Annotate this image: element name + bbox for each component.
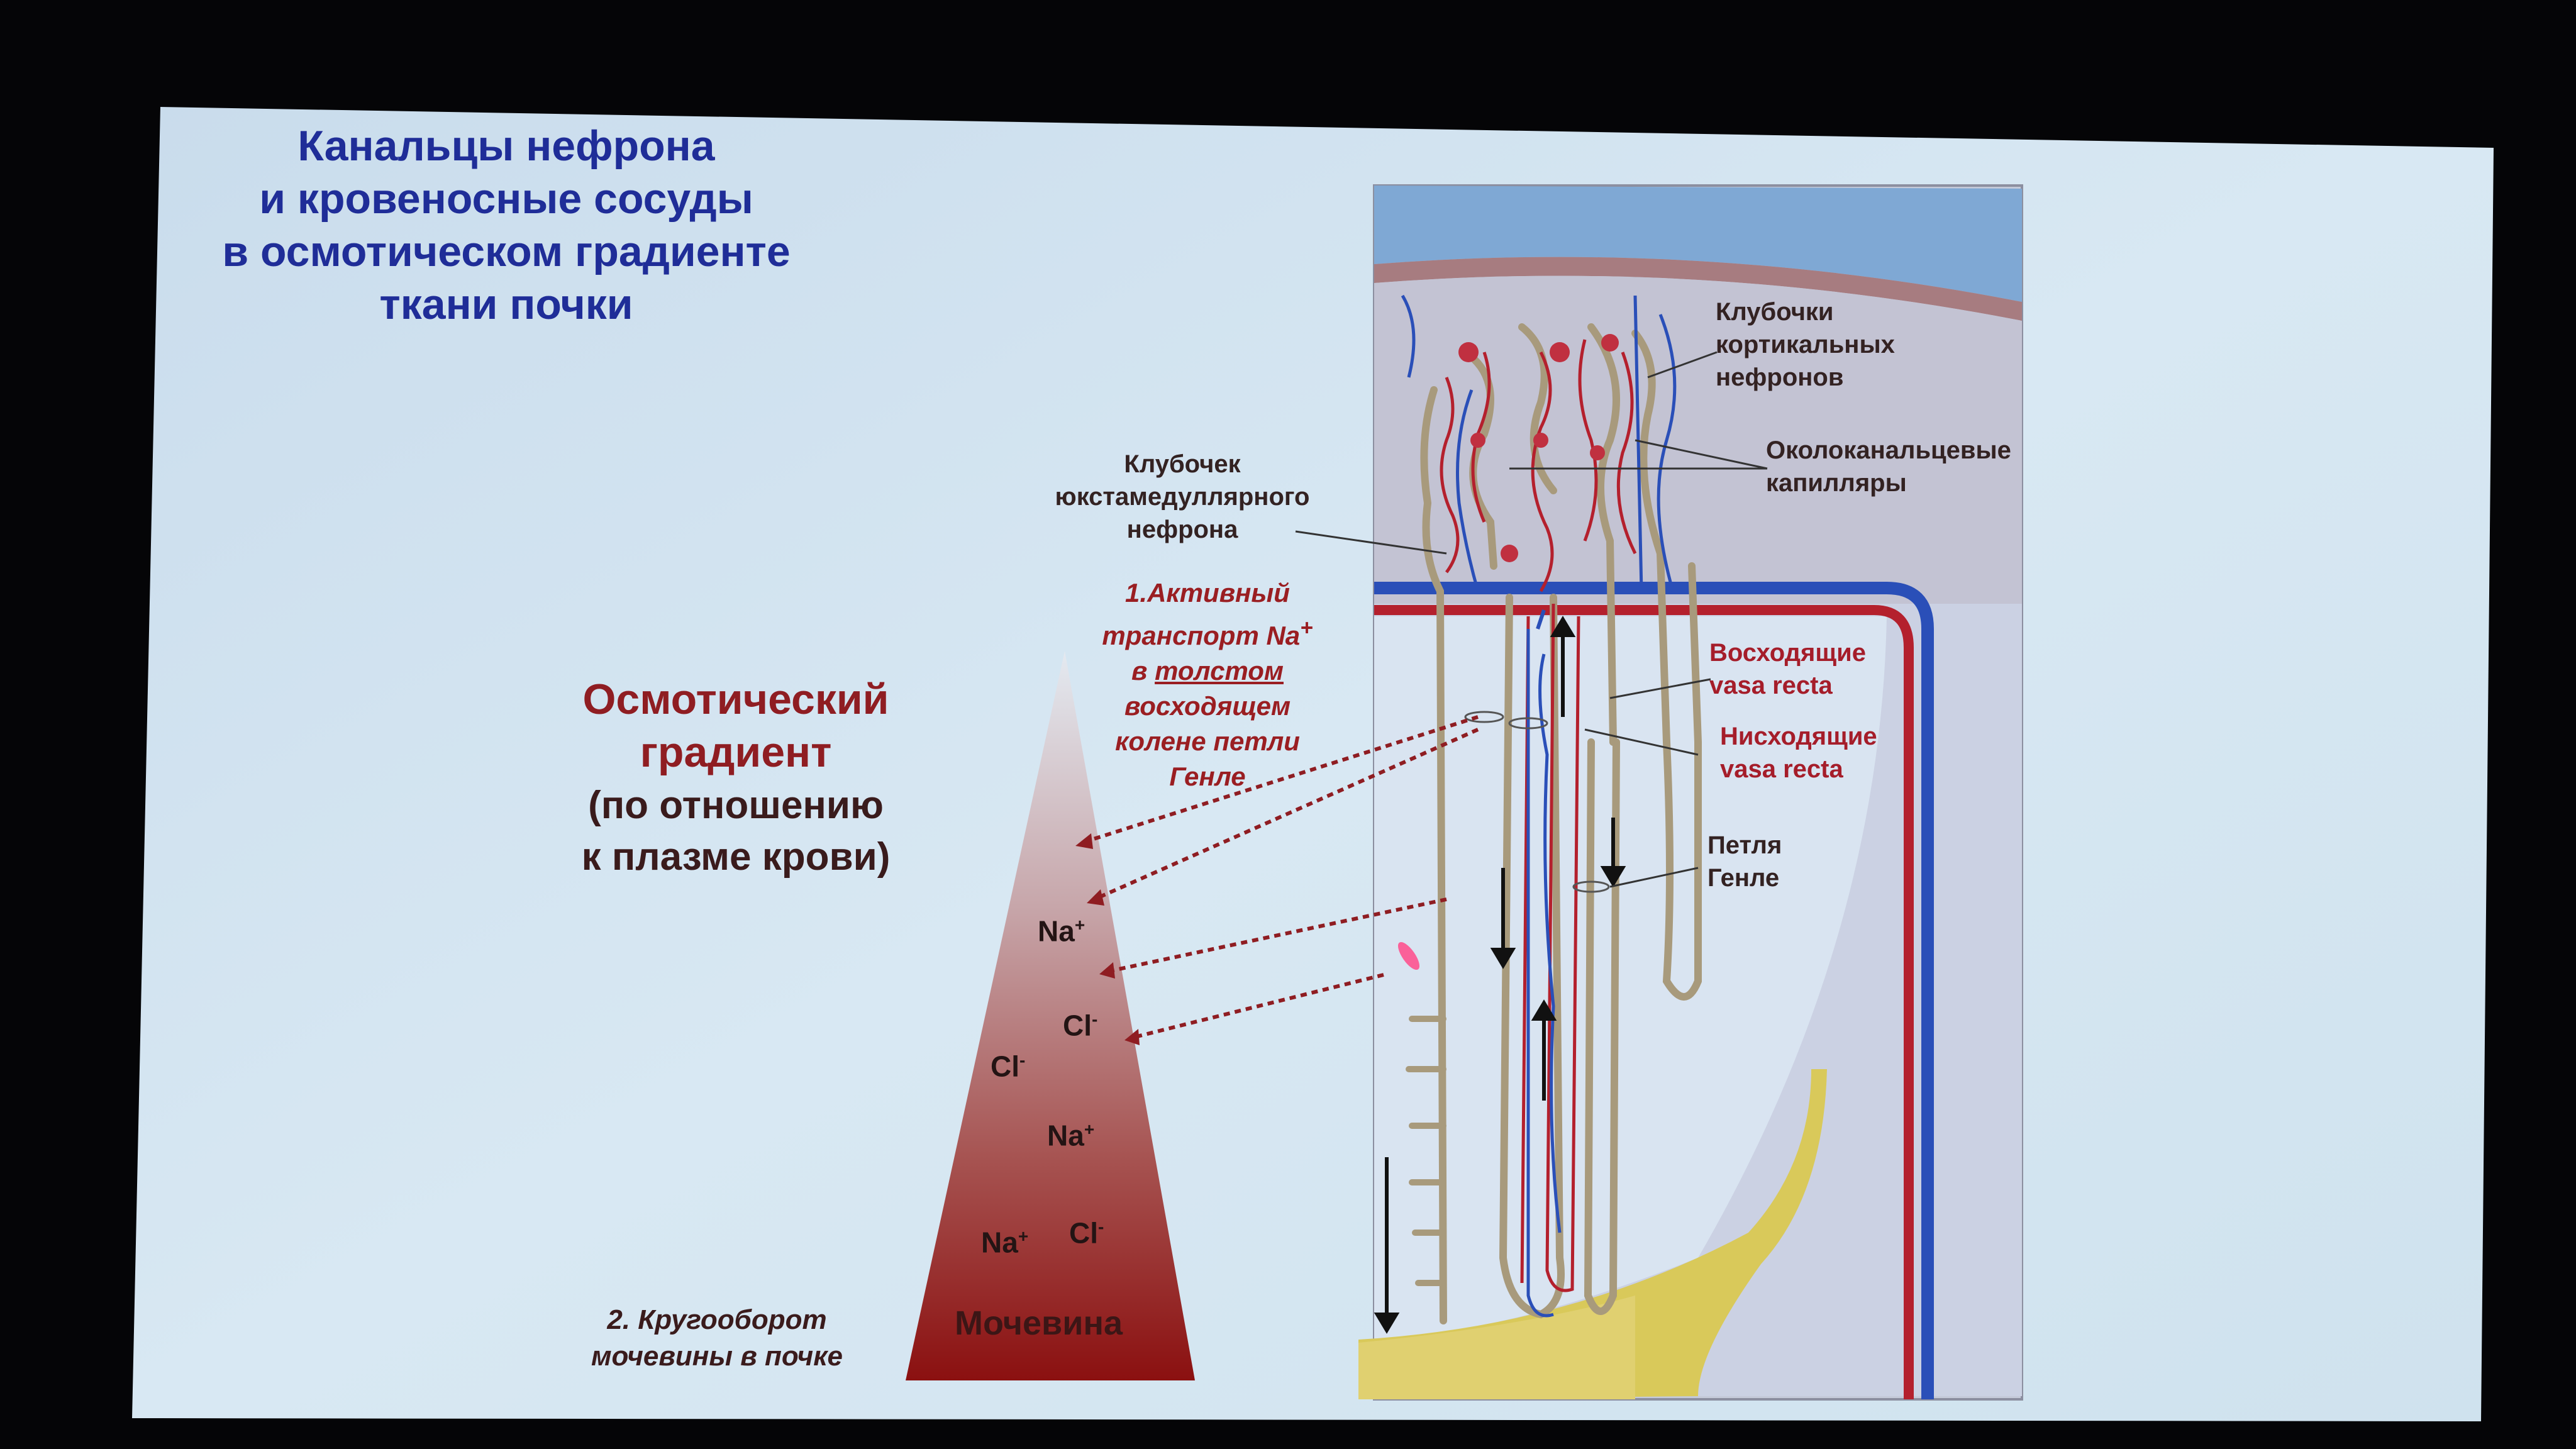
title-line: и кровеносные сосуды [259,175,753,223]
ion-name: Na [981,1226,1018,1259]
label-line: нефронов [1716,364,1844,391]
label-line: Клубочек [1124,450,1241,478]
ion-label: Na+ [1047,1113,1094,1152]
title-line: Канальцы нефрона [297,122,715,170]
ion-name: Cl [991,1050,1019,1083]
ion-label: Cl- [1069,1211,1104,1249]
note1-line: Генле [1169,762,1246,791]
title-line: в осмотическом градиенте [222,228,791,275]
gradient-sub-line: (по отношению [588,784,884,827]
ion-name: Na [1038,914,1075,948]
urea-recycling-note: 2. Кругооборот мочевины в почке [553,1302,880,1375]
note1-line: в толстом [1044,653,1371,689]
note1-line: восходящем [1124,691,1291,721]
note1-text: в [1131,656,1155,686]
ion-charge: + [1084,1119,1095,1139]
gradient-heading: Осмотический градиент [516,673,956,779]
note1-line: транспорт Na+ [1044,611,1371,653]
label-line: капилляры [1766,469,1907,497]
label-line: Восходящие [1709,639,1866,667]
ion-label: Cl- [1063,1003,1097,1041]
ion-charge: - [1019,1050,1026,1070]
ion-charge: - [1092,1009,1098,1029]
label-peritubular-capillaries: Околоканальцевые капилляры [1766,434,2011,499]
ion-charge: + [1018,1226,1029,1246]
note1-sup: + [1300,616,1313,640]
note1-line: колене петли [1115,726,1300,756]
label-line: Петля [1707,831,1782,859]
label-line: vasa recta [1720,755,1843,783]
ion-name: Cl [1063,1009,1092,1042]
label-line: юкстамедуллярного [1055,483,1310,511]
label-line: Генле [1707,864,1780,892]
label-line: Нисходящие [1720,723,1877,750]
urea-label: Мочевина [955,1304,1123,1342]
ion-label: Na+ [981,1220,1028,1258]
note2-line: мочевины в почке [591,1341,843,1372]
note1-line: 1.Активный [1125,578,1290,608]
label-cortical-glomeruli: Клубочки кортикальных нефронов [1716,296,1895,394]
ion-label: Cl- [991,1044,1025,1082]
gradient-subheading: (по отношению к плазме крови) [516,780,956,883]
kidney-diagram [1295,184,2023,1401]
ion-label: Na+ [1038,909,1085,947]
note1-text: транспорт Na [1102,621,1301,650]
label-juxtamedullary-glomerulus: Клубочек юкстамедуллярного нефрона [1031,448,1333,546]
ion-name: Na [1047,1119,1084,1152]
label-line: vasa recta [1709,672,1833,699]
gradient-triangle [906,651,1195,1380]
slide-title: Канальцы нефрона и кровеносные сосуды в … [151,119,862,331]
ion-charge: + [1074,915,1085,935]
gradient-heading-line: градиент [640,728,832,776]
gradient-heading-line: Осмотический [582,675,889,723]
title-line: ткани почки [379,280,633,328]
label-ascending-vasa-recta: Восходящие vasa recta [1709,636,1866,702]
label-descending-vasa-recta: Нисходящие vasa recta [1720,720,1877,786]
label-line: нефрона [1126,516,1238,543]
ion-name: Cl [1069,1216,1098,1250]
gradient-sub-line: к плазме крови) [581,835,891,879]
label-line: Клубочки [1716,298,1834,326]
note2-line: 2. Кругооборот [607,1304,827,1335]
label-line: Околоканальцевые [1766,436,2011,464]
ion-charge: - [1098,1217,1104,1236]
active-transport-note: 1.Активный транспорт Na+ в толстом восхо… [1044,575,1371,794]
note1-underlined: толстом [1155,656,1284,686]
label-loop-of-henle: Петля Генле [1707,829,1782,894]
label-line: кортикальных [1716,331,1895,358]
